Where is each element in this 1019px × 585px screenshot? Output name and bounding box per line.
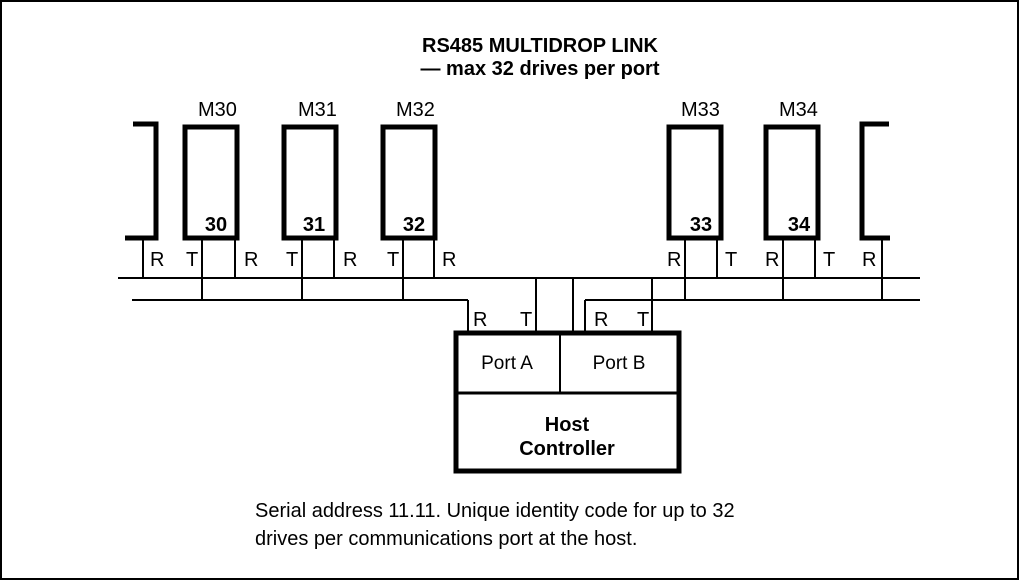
r-label: R	[343, 249, 357, 271]
port-a-label: Port A	[481, 353, 533, 374]
partial-drives	[125, 121, 890, 241]
drive-model-label: M32	[396, 99, 435, 121]
drive-model-label: M33	[681, 99, 720, 121]
drive-box	[281, 124, 339, 241]
r-label: R	[667, 249, 681, 271]
drive-address: 34	[788, 214, 811, 236]
r-label: R	[765, 249, 779, 271]
host-box	[453, 330, 682, 474]
drive-box	[666, 124, 724, 241]
drive-m31: M31 31 T R	[281, 99, 357, 300]
drive-address: 32	[403, 214, 425, 236]
caption-line1: Serial address 11.11. Unique identity co…	[255, 500, 735, 522]
drive-box	[763, 124, 821, 241]
drive-m30: M30 30 T R	[182, 99, 258, 300]
t-label: T	[387, 249, 399, 271]
port-a-r-label: R	[473, 309, 487, 331]
drive-model-label: M34	[779, 99, 818, 121]
port-b-label: Port B	[593, 353, 646, 374]
drive-address: 30	[205, 214, 227, 236]
host-name-line1: Host	[545, 414, 590, 436]
port-b-r-label: R	[594, 309, 608, 331]
drive-m33: M33 33 R T	[666, 99, 737, 300]
host-name-line2: Controller	[519, 438, 615, 460]
port-b-t-label: T	[637, 309, 649, 331]
t-label: T	[186, 249, 198, 271]
r-label: R	[244, 249, 258, 271]
drive-box	[182, 124, 240, 241]
host-connections	[467, 278, 653, 333]
host-controller: Port A Port B Host Controller	[453, 330, 682, 474]
partial-left-r-label: R	[150, 249, 164, 271]
drive-m34: M34 34 R T	[763, 99, 835, 300]
port-a-t-label: T	[520, 309, 532, 331]
drive-address: 31	[303, 214, 325, 236]
partial-right-r-label: R	[862, 249, 876, 271]
drive-m32: M32 32 T R	[380, 99, 456, 300]
caption-line2: drives per communications port at the ho…	[255, 528, 637, 550]
t-label: T	[725, 249, 737, 271]
partial-drive-right	[859, 121, 890, 241]
diagram-title: RS485 MULTIDROP LINK	[422, 35, 659, 57]
partial-drive-left	[125, 121, 159, 241]
drive-model-label: M31	[298, 99, 337, 121]
bus-lines	[118, 277, 920, 301]
drive-address: 33	[690, 214, 712, 236]
r-label: R	[442, 249, 456, 271]
t-label: T	[286, 249, 298, 271]
t-label: T	[823, 249, 835, 271]
diagram-subtitle: — max 32 drives per port	[421, 58, 660, 80]
drive-box	[380, 124, 438, 241]
drive-model-label: M30	[198, 99, 237, 121]
